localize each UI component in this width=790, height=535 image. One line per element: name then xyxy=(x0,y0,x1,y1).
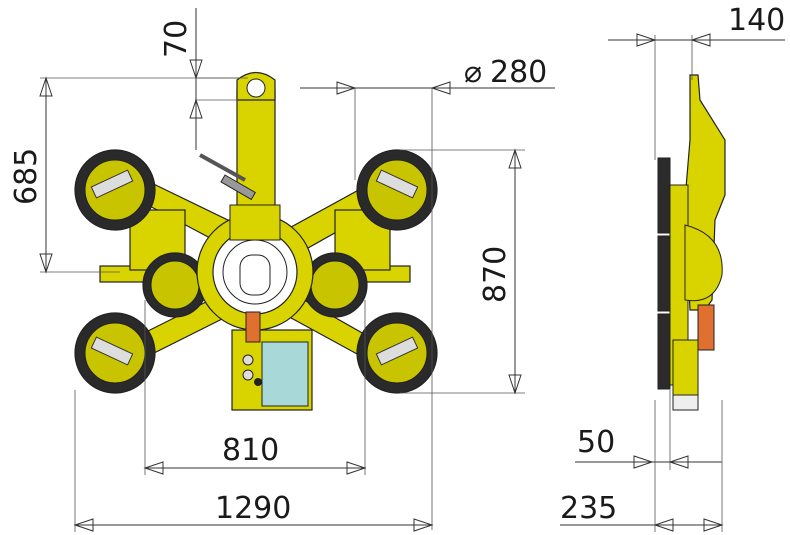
dim-inner-pad-span: 810 xyxy=(222,433,279,468)
dim-diameter-symbol: ⌀ xyxy=(464,55,482,90)
control-box xyxy=(231,311,313,411)
side-pad-middle xyxy=(657,235,671,312)
suction-pad-inner-left xyxy=(142,252,208,318)
suction-pad-lower-right xyxy=(356,312,438,394)
mast-plate xyxy=(236,89,276,221)
central-rotation-ring xyxy=(196,213,314,331)
dim-side-offset: 50 xyxy=(577,425,615,460)
suction-pad-lower-left xyxy=(74,312,156,394)
suction-pad-upper-left xyxy=(74,149,156,231)
front-view xyxy=(74,71,438,411)
dim-pad-diameter: 280 xyxy=(490,55,547,90)
dim-overall-width: 1290 xyxy=(215,491,291,526)
side-view xyxy=(657,74,726,411)
side-orange-handle xyxy=(697,304,715,351)
dim-vertical-pad-span: 870 xyxy=(478,246,513,303)
lifting-eye-hole xyxy=(246,78,266,98)
dim-lug-height: 70 xyxy=(159,20,194,58)
dim-side-depth-bottom: 235 xyxy=(560,491,617,526)
dim-side-depth-top: 140 xyxy=(728,3,785,38)
tilt-lever xyxy=(220,174,256,201)
lifting-mast xyxy=(199,71,281,241)
side-pad-lower xyxy=(657,313,671,390)
dim-lug-to-center: 685 xyxy=(9,148,44,205)
suction-pad-inner-right xyxy=(302,252,368,318)
suction-pad-upper-right xyxy=(356,149,438,231)
dimension-lines xyxy=(39,8,785,532)
side-pad-upper xyxy=(657,157,671,234)
